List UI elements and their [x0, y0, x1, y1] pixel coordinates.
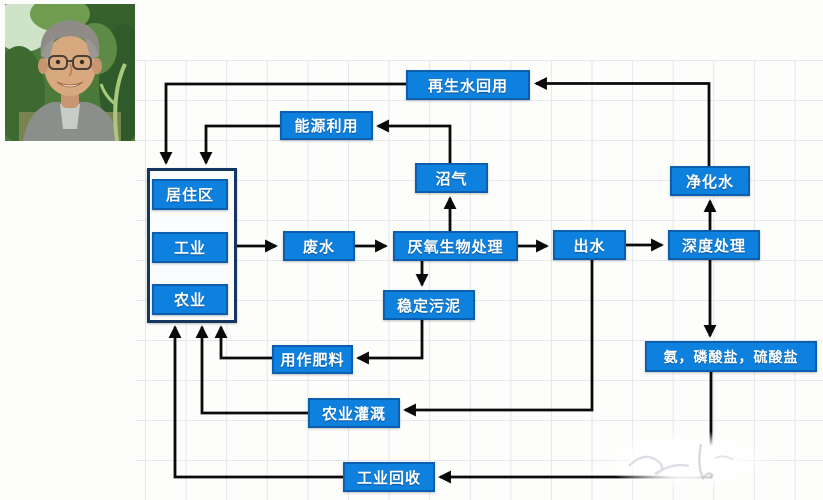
node-effluent: 出水: [553, 230, 626, 260]
node-agricultural-irrigation: 农业灌溉: [308, 398, 400, 428]
node-agriculture: 农业: [152, 284, 228, 315]
node-industry: 工业: [152, 232, 228, 263]
node-used-as-fertilizer: 用作肥料: [272, 345, 353, 374]
node-purified-water: 净化水: [670, 166, 750, 196]
node-anaerobic-bio-treatment: 厌氧生物处理: [393, 231, 518, 261]
watermark-scribble: [628, 443, 734, 481]
presenter-photo: [5, 4, 135, 141]
node-residential-area: 居住区: [152, 179, 228, 210]
node-energy-utilization: 能源利用: [280, 111, 373, 140]
node-reclaimed-water-reuse: 再生水回用: [406, 70, 530, 100]
watermark-halo: [600, 430, 770, 490]
node-advanced-treatment: 深度处理: [668, 230, 760, 260]
node-wastewater: 废水: [283, 231, 355, 261]
node-stabilized-sludge: 稳定污泥: [383, 290, 475, 320]
node-ammonia-phosphate-sulfate: 氨，磷酸盐，硫酸盐: [645, 341, 817, 372]
node-biogas: 沼气: [415, 163, 488, 193]
node-industrial-recovery: 工业回收: [343, 462, 435, 492]
